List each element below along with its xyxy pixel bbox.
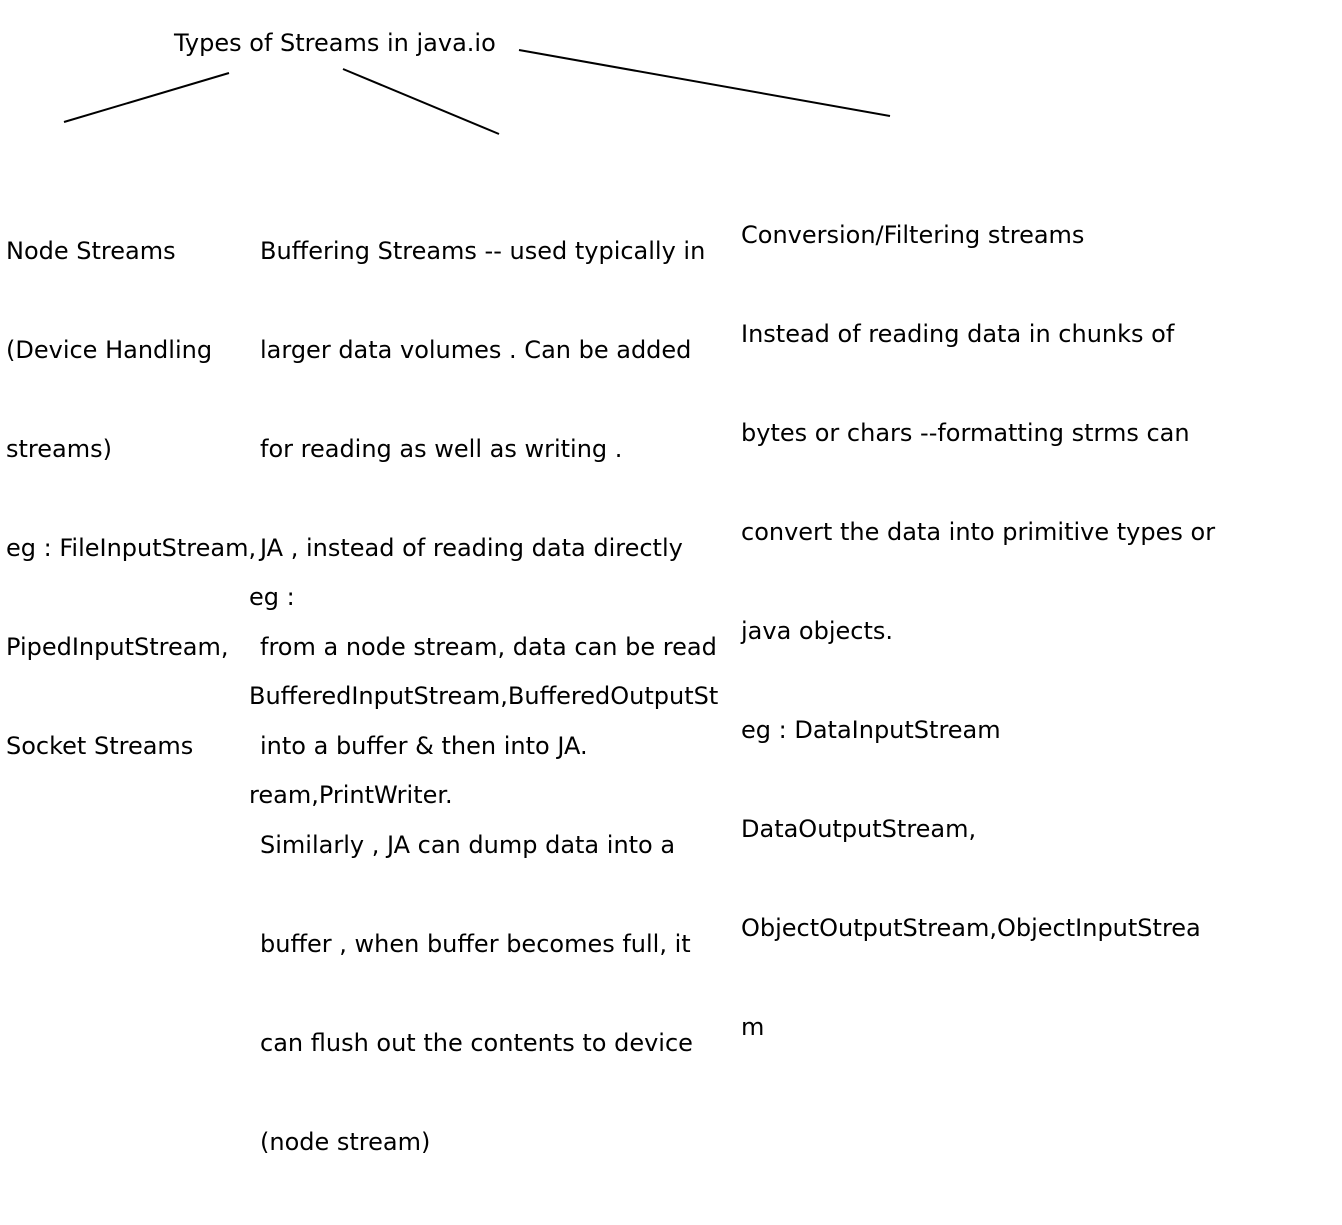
conversion-streams-line: bytes or chars --formatting strms can <box>741 419 1190 447</box>
buffering-streams-line: larger data volumes . Can be added <box>260 336 692 364</box>
node-streams-line: Node Streams <box>6 237 176 265</box>
buffering-example-line: ream,PrintWriter. <box>249 781 453 809</box>
conversion-streams-line: ObjectOutputStream,ObjectInputStrea <box>741 914 1201 942</box>
connector-to-conversion-streams <box>518 49 891 117</box>
node-streams-line: streams) <box>6 435 112 463</box>
buffering-streams-example: eg : BufferedInputStream,BufferedOutputS… <box>249 515 718 878</box>
stream-types-diagram: Types of Streams in java.io Node Streams… <box>6 29 1215 1156</box>
node-streams-line: eg : FileInputStream, <box>6 534 257 562</box>
conversion-streams-line: convert the data into primitive types or <box>741 518 1216 546</box>
diagram-title: Types of Streams in java.io <box>174 29 496 57</box>
connector-to-node-streams <box>63 72 230 123</box>
conversion-streams-line: Instead of reading data in chunks of <box>741 320 1175 348</box>
buffering-example-line: BufferedInputStream,BufferedOutputSt <box>249 682 719 710</box>
buffering-streams-line: JA , instead of reading data directly <box>260 534 683 562</box>
buffering-example-line: eg : <box>249 583 295 611</box>
node-streams-text: Node Streams (Device Handling streams) e… <box>6 169 256 829</box>
conversion-streams-line: DataOutputStream, <box>741 815 977 843</box>
conversion-streams-line: java objects. <box>741 617 894 645</box>
node-streams-line: (Device Handling <box>6 336 213 364</box>
buffering-streams-line: buffer , when buffer becomes full, it <box>260 930 691 958</box>
connector-lines <box>63 49 891 135</box>
conversion-streams-line: Conversion/Filtering streams <box>741 221 1085 249</box>
buffering-streams-line: for reading as well as writing . <box>260 435 623 463</box>
node-streams-line: Socket Streams <box>6 732 194 760</box>
conversion-streams-line: m <box>741 1013 765 1041</box>
buffering-streams-line: Buffering Streams -- used typically in <box>260 237 706 265</box>
node-streams-line: PipedInputStream, <box>6 633 229 661</box>
buffering-streams-line: can flush out the contents to device <box>260 1029 693 1057</box>
conversion-streams-text: Conversion/Filtering streams Instead of … <box>741 153 1215 1110</box>
conversion-streams-line: eg : DataInputStream <box>741 716 1001 744</box>
connector-to-buffering-streams <box>342 68 500 135</box>
buffering-streams-line: (node stream) <box>260 1128 431 1156</box>
